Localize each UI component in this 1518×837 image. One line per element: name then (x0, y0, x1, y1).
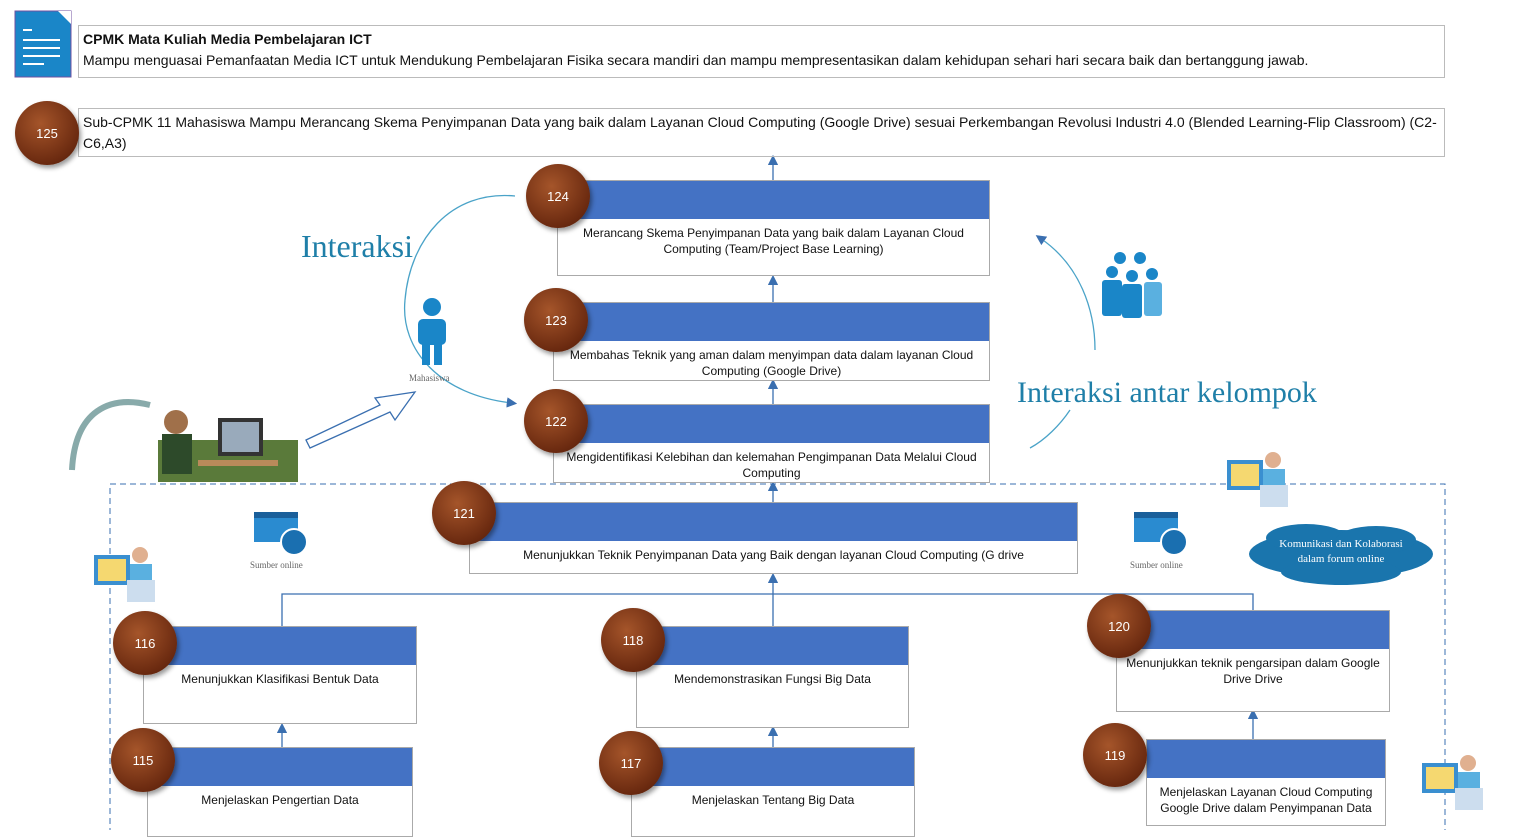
badge-121: 121 (432, 481, 496, 545)
group-icon (1102, 252, 1162, 318)
node-header-bar (148, 748, 412, 786)
node-text: Menjelaskan Pengertian Data (201, 793, 359, 807)
sub-cpmk-text: Sub-CPMK 11 Mahasiswa Mampu Merancang Sk… (83, 114, 1437, 151)
student-icon (418, 298, 446, 365)
node-text: Mengidentifikasi Kelebihan dan kelemahan… (566, 450, 977, 480)
online-learner-image (1227, 452, 1288, 507)
badge-115: 115 (111, 728, 175, 792)
cpmk-text: Mampu menguasai Pemanfaatan Media ICT un… (83, 52, 1309, 68)
sumber-online-right: Sumber online (1130, 560, 1183, 570)
forum-cloud-shape (1249, 524, 1433, 585)
node-123: Membahas Teknik yang aman dalam menyimpa… (553, 302, 990, 381)
node-124: Merancang Skema Penyimpanan Data yang ba… (557, 180, 990, 276)
node-text: Menjelaskan Tentang Big Data (691, 793, 855, 807)
badge-123: 123 (524, 288, 588, 352)
badge-118: 118 (601, 608, 665, 672)
node-120: Menunjukkan teknik pengarsipan dalam Goo… (1116, 610, 1390, 712)
badge-116: 116 (113, 611, 177, 675)
sumber-online-left: Sumber online (250, 560, 303, 570)
mahasiswa-label: Mahasiswa (409, 373, 450, 383)
node-116: Menunjukkan Klasifikasi Bentuk Data (143, 626, 417, 724)
node-text: Merancang Skema Penyimpanan Data yang ba… (583, 226, 964, 256)
node-header-bar (554, 303, 989, 341)
node-text: Menunjukkan Klasifikasi Bentuk Data (181, 672, 379, 686)
node-header-bar (632, 748, 914, 786)
cloud-text: Komunikasi dan Kolaborasi dalam forum on… (1279, 538, 1403, 565)
node-header-bar (637, 627, 908, 665)
node-122: Mengidentifikasi Kelebihan dan kelemahan… (553, 404, 990, 483)
interaksi-label: Interaksi (301, 228, 413, 264)
cpmk-title: CPMK Mata Kuliah Media Pembelajaran ICT (83, 31, 372, 47)
web-globe-icon (254, 512, 308, 556)
node-text: Menjelaskan Layanan Cloud Computing Goog… (1159, 785, 1373, 815)
badge-125: 125 (15, 101, 79, 165)
node-115: Menjelaskan Pengertian Data (147, 747, 413, 837)
online-learner-image (94, 547, 155, 602)
node-121: Menunjukkan Teknik Penyimpanan Data yang… (469, 502, 1078, 574)
node-text: Menunjukkan Teknik Penyimpanan Data yang… (523, 548, 1024, 562)
sub-cpmk-box: Sub-CPMK 11 Mahasiswa Mampu Merancang Sk… (78, 108, 1445, 157)
online-learner-image (1422, 755, 1483, 810)
node-text: Menunjukkan teknik pengarsipan dalam Goo… (1126, 656, 1380, 686)
badge-117: 117 (599, 731, 663, 795)
badge-120: 120 (1087, 594, 1151, 658)
node-header-bar (558, 181, 989, 219)
cpmk-box: CPMK Mata Kuliah Media Pembelajaran ICT … (78, 25, 1445, 78)
badge-122: 122 (524, 389, 588, 453)
badge-119: 119 (1083, 723, 1147, 787)
person-at-computer-image (158, 410, 298, 482)
document-icon (14, 10, 72, 78)
node-119: Menjelaskan Layanan Cloud Computing Goog… (1146, 739, 1386, 826)
node-text: Mendemonstrasikan Fungsi Big Data (674, 672, 871, 686)
interaksi-kelompok-label: Interaksi antar kelompok (1017, 376, 1317, 409)
badge-124: 124 (526, 164, 590, 228)
web-globe-icon (1134, 512, 1188, 556)
node-118: Mendemonstrasikan Fungsi Big Data (636, 626, 909, 728)
node-117: Menjelaskan Tentang Big Data (631, 747, 915, 837)
node-header-bar (144, 627, 416, 665)
node-header-bar (1117, 611, 1389, 649)
node-text: Membahas Teknik yang aman dalam menyimpa… (569, 348, 974, 378)
node-header-bar (470, 503, 1077, 541)
node-header-bar (1147, 740, 1385, 778)
node-header-bar (554, 405, 989, 443)
